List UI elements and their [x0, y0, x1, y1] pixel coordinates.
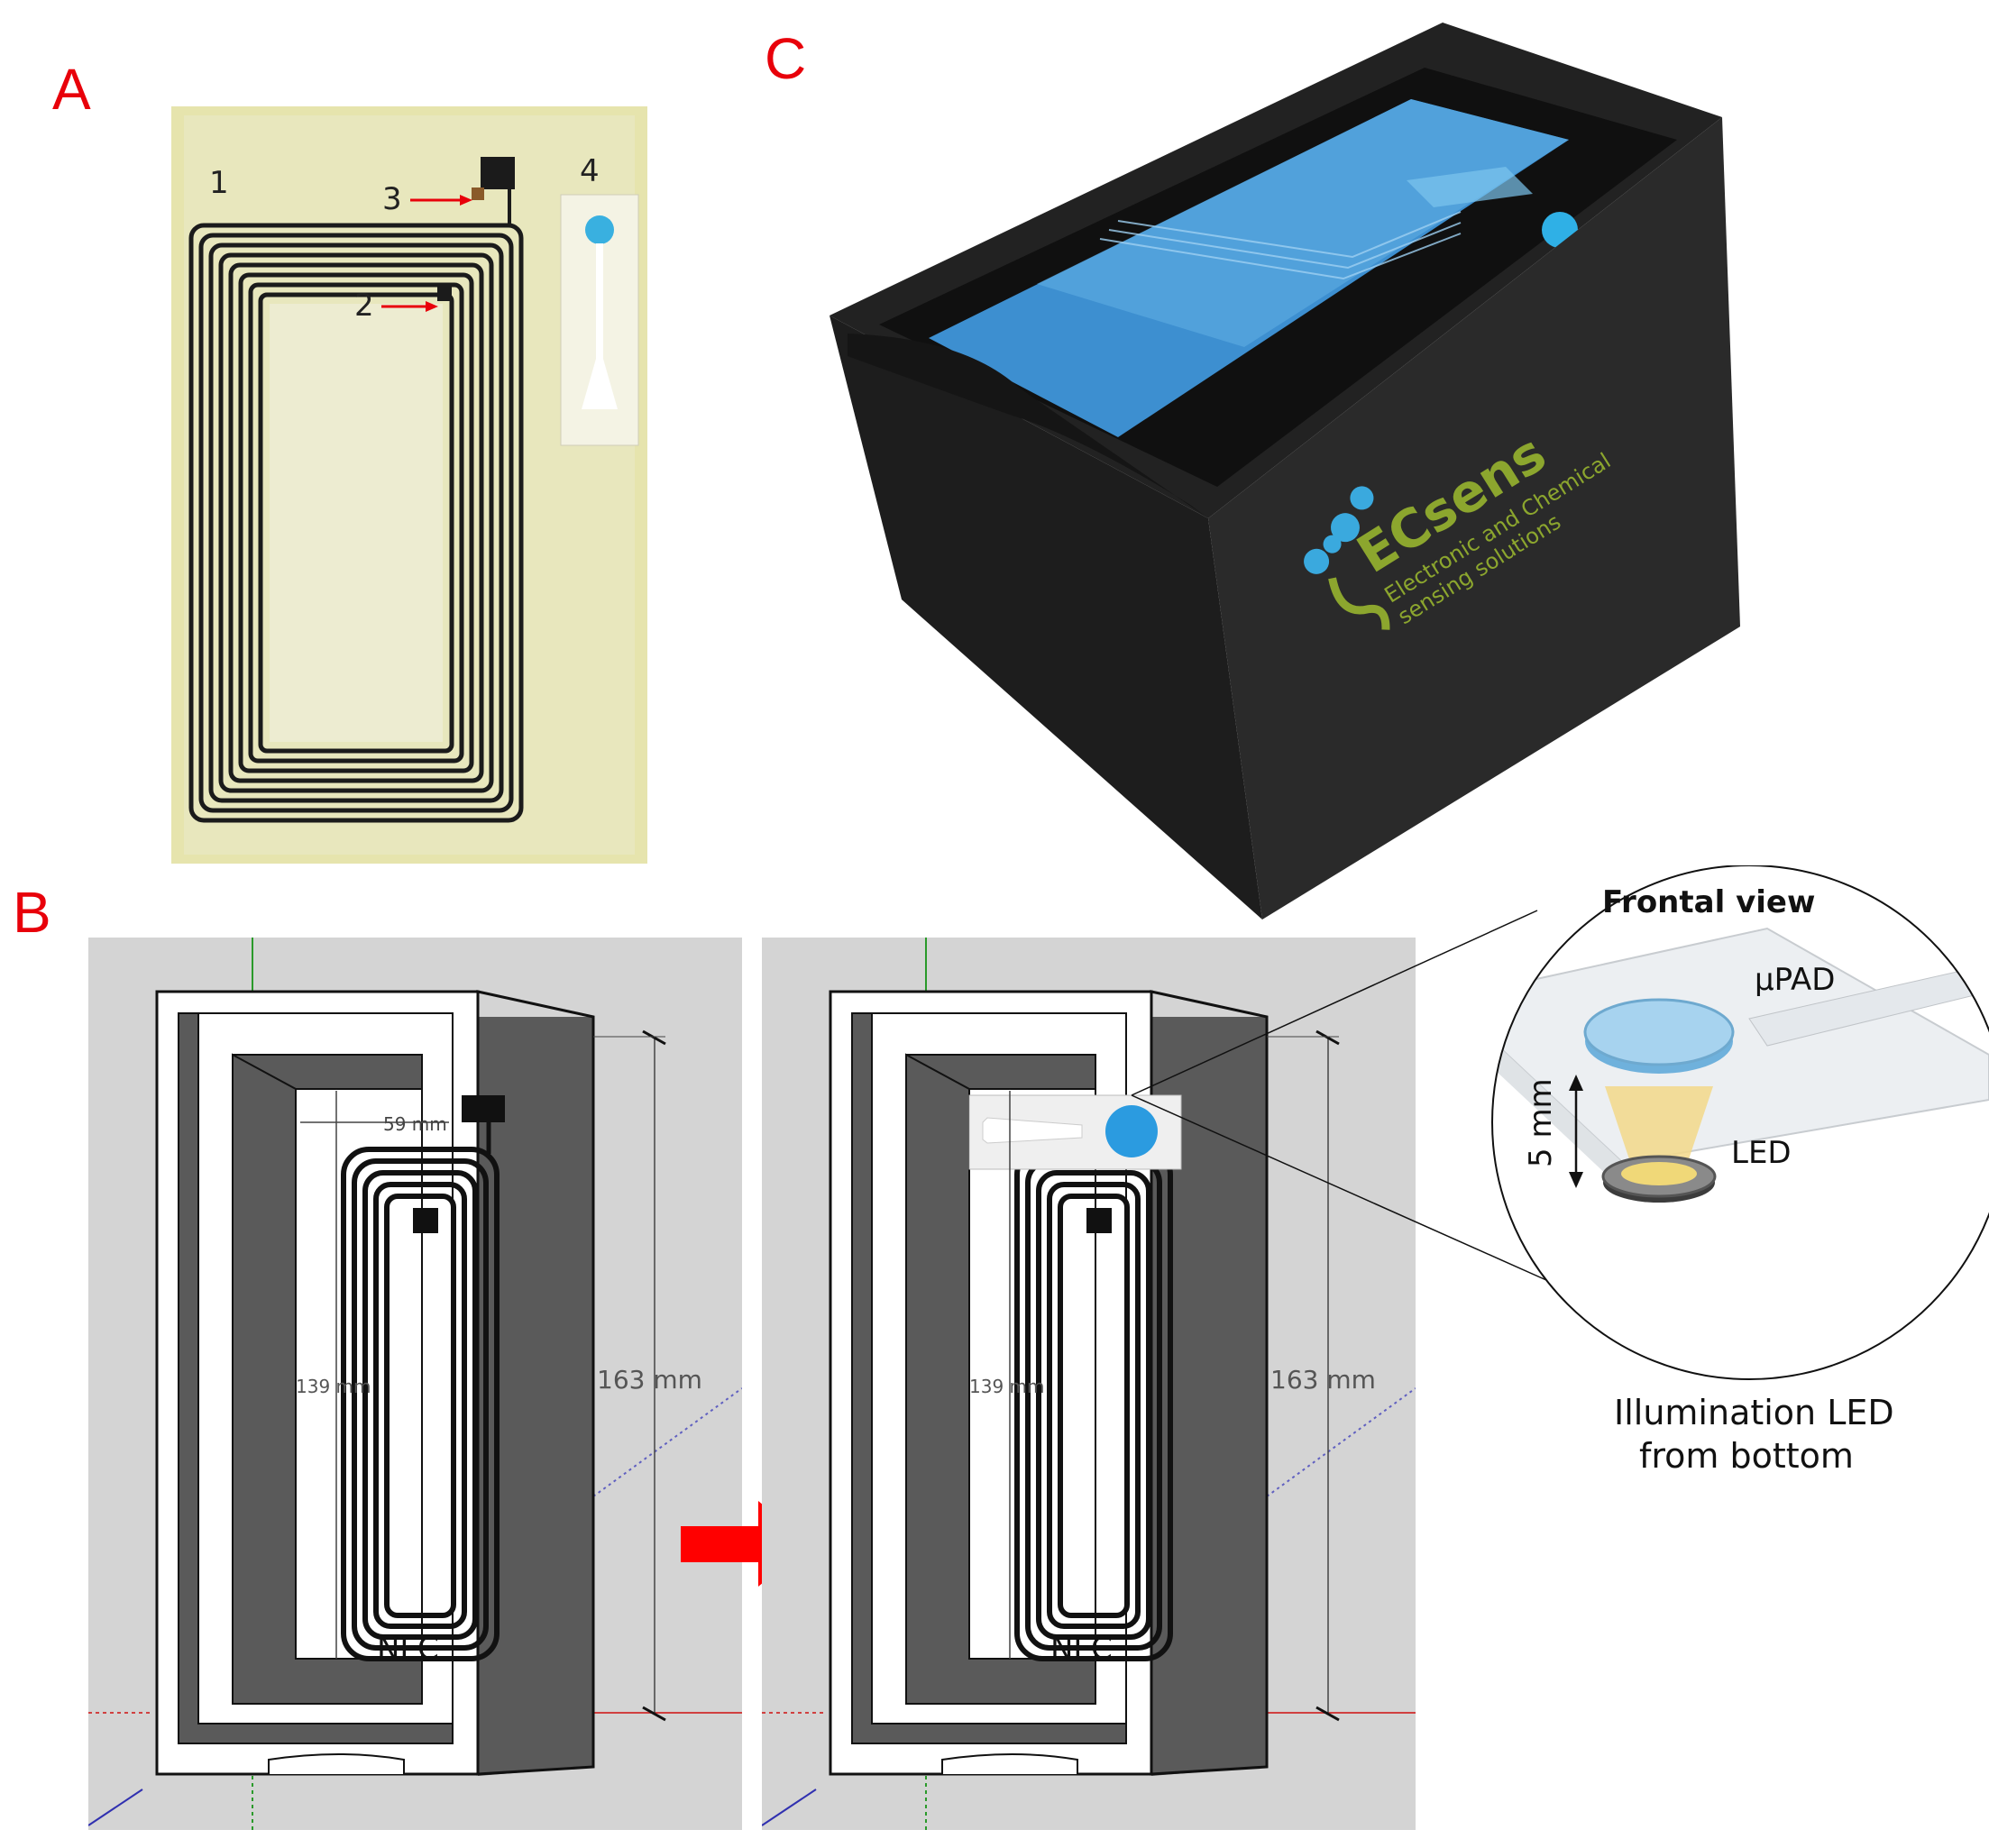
caption-line-2: from bottom — [1639, 1436, 1854, 1476]
panel-letter-a: A — [52, 57, 91, 122]
light-cone — [1605, 1086, 1713, 1167]
upad-label: μPAD — [1755, 962, 1835, 998]
led-pad — [1086, 1208, 1112, 1233]
label-3: 3 — [382, 181, 402, 217]
nfc-chip — [481, 157, 515, 189]
upad-detection-zone — [1105, 1105, 1158, 1157]
distance-label: 5 mm — [1523, 1078, 1559, 1167]
box-side-wall — [478, 1017, 593, 1776]
nfc-coil-antenna — [188, 223, 524, 823]
inner-height-dimension: 139 mm — [296, 1376, 371, 1397]
led-label: LED — [1731, 1135, 1792, 1171]
inset-title: Frontal view — [1602, 884, 1815, 920]
panel-c-photo: ECsens Electronic and Chemical sensing s… — [830, 23, 1740, 919]
panel-b-cad-left: 59 mm 139 mm 163 mm NFC — [88, 938, 742, 1830]
led-pad — [413, 1208, 438, 1233]
frontal-view-inset: 5 mm Frontal view μPAD LED Illumination … — [1131, 865, 1989, 1476]
outer-height-dimension: 163 mm — [1270, 1365, 1376, 1395]
enclosure-front-face — [1208, 117, 1740, 919]
nfc-coil — [341, 1147, 500, 1661]
label-1: 1 — [209, 165, 229, 201]
inner-height-dimension: 139 mm — [969, 1376, 1045, 1397]
transparent-substrate — [270, 304, 443, 742]
enclosure-side-face — [830, 316, 1262, 919]
panel-letter-b: B — [13, 880, 51, 945]
outer-height-dimension: 163 mm — [597, 1365, 702, 1395]
label-2: 2 — [354, 288, 374, 324]
panel-b-cad-right: 139 mm 163 mm NFC — [762, 938, 1416, 1830]
upad-detection-zone — [585, 215, 614, 244]
width-dimension: 59 mm — [383, 1113, 447, 1135]
nfc-label: NFC — [1050, 1631, 1113, 1667]
led-component — [437, 287, 452, 301]
label-4: 4 — [580, 153, 600, 189]
panel-a-photo: 1 2 3 4 — [171, 106, 647, 864]
caption-line-1: Illumination LED — [1614, 1393, 1894, 1432]
nfc-chip — [462, 1095, 505, 1122]
panel-letter-c: C — [765, 26, 807, 91]
chip-component — [472, 188, 484, 200]
nfc-label: NFC — [377, 1631, 439, 1667]
box-side-wall — [1151, 1017, 1267, 1776]
